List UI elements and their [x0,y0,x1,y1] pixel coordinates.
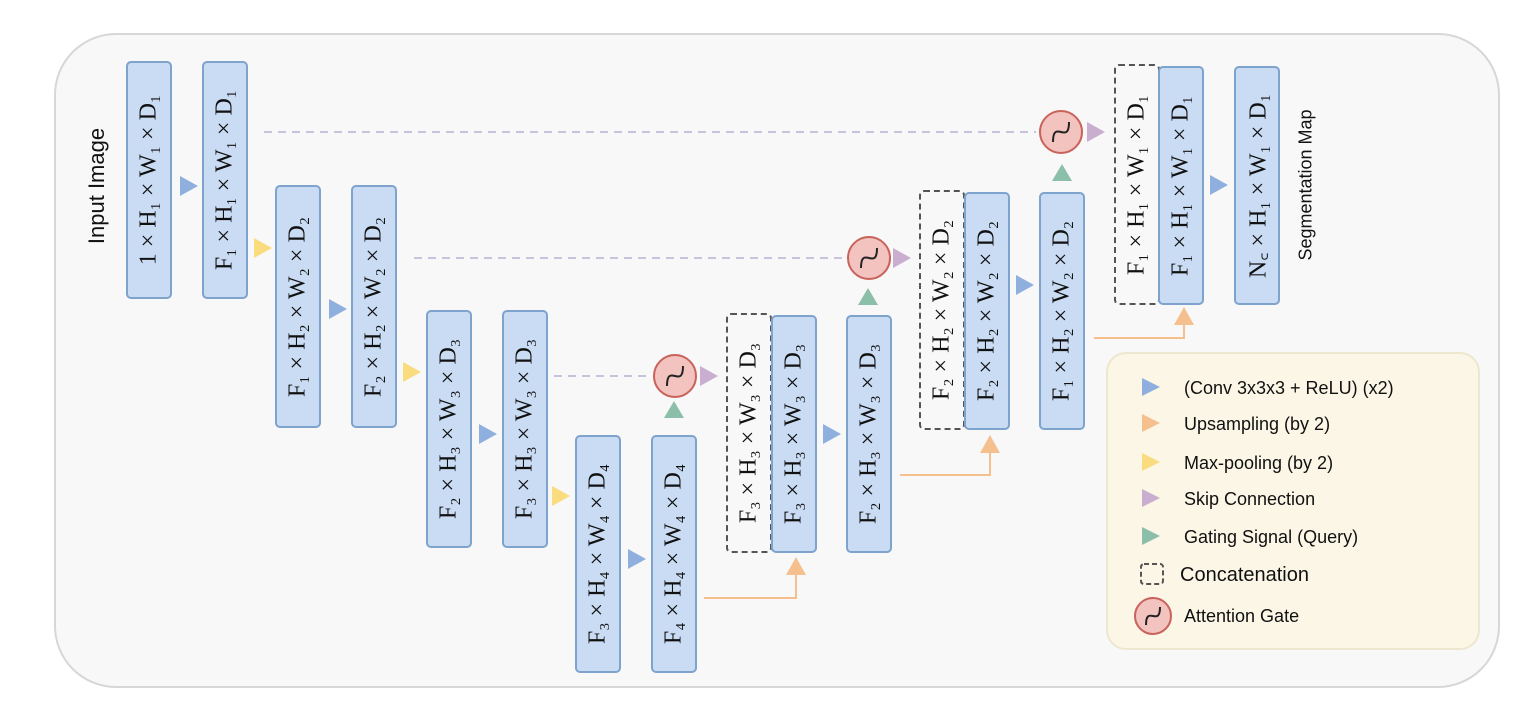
upsampling-arrow [980,435,1000,453]
block-label: F₂ × H₂ × W₂ × D₂ [973,220,1000,402]
feature-block-dec3a: F₃ × H₃ × W₃ × D₃ [771,315,817,553]
feature-block-enc4a: F₃ × H₄ × W₄ × D₄ [575,435,621,673]
feature-block-dec2b: F₁ × H₂ × W₂ × D₂ [1039,192,1085,430]
gating-legend-icon [1142,527,1160,545]
block-label: F₁ × H₂ × W₂ × D₂ [284,216,311,397]
upsample-line-3 [1094,320,1185,339]
skip-arrow [893,248,911,268]
feature-block-enc2b: F₂ × H₂ × W₂ × D₂ [351,185,397,428]
block-label: F₂ × H₂ × W₂ × D₂ [928,219,955,401]
feature-block-output: N꜀ × H₁ × W₁ × D₁ [1234,66,1280,305]
feature-block-dec2a: F₂ × H₂ × W₂ × D₂ [964,192,1010,430]
concat-block-skip1: F₁ × H₁ × W₁ × D₁ [1114,64,1160,305]
block-label: F₃ × H₃ × W₃ × D₃ [780,343,807,525]
block-label: F₁ × H₂ × W₂ × D₂ [1048,220,1075,402]
block-label: F₃ × H₃ × W₃ × D₃ [511,338,538,520]
conv-legend-icon [1142,378,1160,396]
maxpool-arrow [403,362,421,382]
feature-block-enc2a: F₁ × H₂ × W₂ × D₂ [275,185,321,428]
maxpool-arrow [254,238,272,258]
conv-arrow [1016,275,1034,295]
block-label: F₂ × H₃ × W₃ × D₃ [855,343,882,525]
gating-arrow [858,288,878,305]
conv-arrow [329,299,347,319]
feature-block-dec3b: F₂ × H₃ × W₃ × D₃ [846,315,892,553]
block-label: F₁ × H₁ × W₁ × D₁ [211,89,238,271]
concat-block-skip3: F₃ × H₃ × W₃ × D₃ [726,313,772,553]
conv-arrow [1210,175,1228,195]
upsampling-arrow [786,557,806,575]
gating-arrow [664,401,684,418]
block-label: 1 × H₁ × W₁ × D₁ [135,94,162,266]
legend-upsampling: Upsampling (by 2) [1184,414,1331,434]
legend-conv: (Conv 3x3x3 + ReLU) (x2) [1184,378,1394,398]
conv-arrow [479,424,497,444]
feature-block-bottleneck: F₄ × H₄ × W₄ × D₄ [651,435,697,673]
conv-arrow [180,176,198,196]
skip-arrow [700,366,718,386]
block-label: N꜀ × H₁ × W₁ × D₁ [1245,93,1272,278]
conv-arrow [628,549,646,569]
feature-block-enc1: F₁ × H₁ × W₁ × D₁ [202,61,248,299]
skip-legend-icon [1142,489,1160,507]
legend-gating: Gating Signal (Query) [1184,527,1359,547]
legend-concat: Concatenation [1180,564,1309,586]
maxpool-arrow [552,486,570,506]
feature-block-input: 1 × H₁ × W₁ × D₁ [126,61,172,299]
block-label: F₃ × H₄ × W₄ × D₄ [584,463,611,645]
segmentation-map-label: Segmentation Map [1295,109,1316,261]
legend-maxpool: Max-pooling (by 2) [1184,453,1334,473]
conv-arrow [823,424,841,444]
legend: (Conv 3x3x3 + ReLU) (x2) Upsampling (by … [1106,352,1480,650]
legend-attention: Attention Gate [1184,606,1300,626]
concatenation-legend-icon [1140,563,1164,585]
block-label: F₁ × H₁ × W₁ × D₁ [1167,95,1194,276]
upsampling-arrow [1174,307,1194,325]
feature-block-dec1: F₁ × H₁ × W₁ × D₁ [1158,66,1204,305]
legend-skip: Skip Connection [1184,489,1316,509]
block-label: F₂ × H₂ × W₂ × D₂ [360,216,387,397]
input-image-label: Input Image [84,127,109,245]
skip-arrow [1087,122,1105,142]
concat-block-skip2: F₂ × H₂ × W₂ × D₂ [919,190,965,430]
block-label: F₂ × H₃ × W₃ × D₃ [435,338,462,520]
upsampling-legend-icon [1142,414,1160,432]
attention-gate-legend-icon [1134,597,1172,635]
block-label: F₄ × H₄ × W₄ × D₄ [660,463,687,645]
gating-arrow [1052,164,1072,181]
block-label: F₁ × H₁ × W₁ × D₁ [1123,94,1150,275]
upsample-line-1 [704,572,797,599]
maxpool-legend-icon [1142,453,1160,471]
attention-gate [847,236,891,280]
feature-block-enc3a: F₂ × H₃ × W₃ × D₃ [426,310,472,548]
attention-gate [653,354,697,398]
feature-block-enc3b: F₃ × H₃ × W₃ × D₃ [502,310,548,548]
attention-gate [1039,110,1083,154]
legend-icons [1134,378,1172,635]
block-label: F₃ × H₃ × W₃ × D₃ [735,342,762,524]
upsample-line-2 [900,450,991,476]
